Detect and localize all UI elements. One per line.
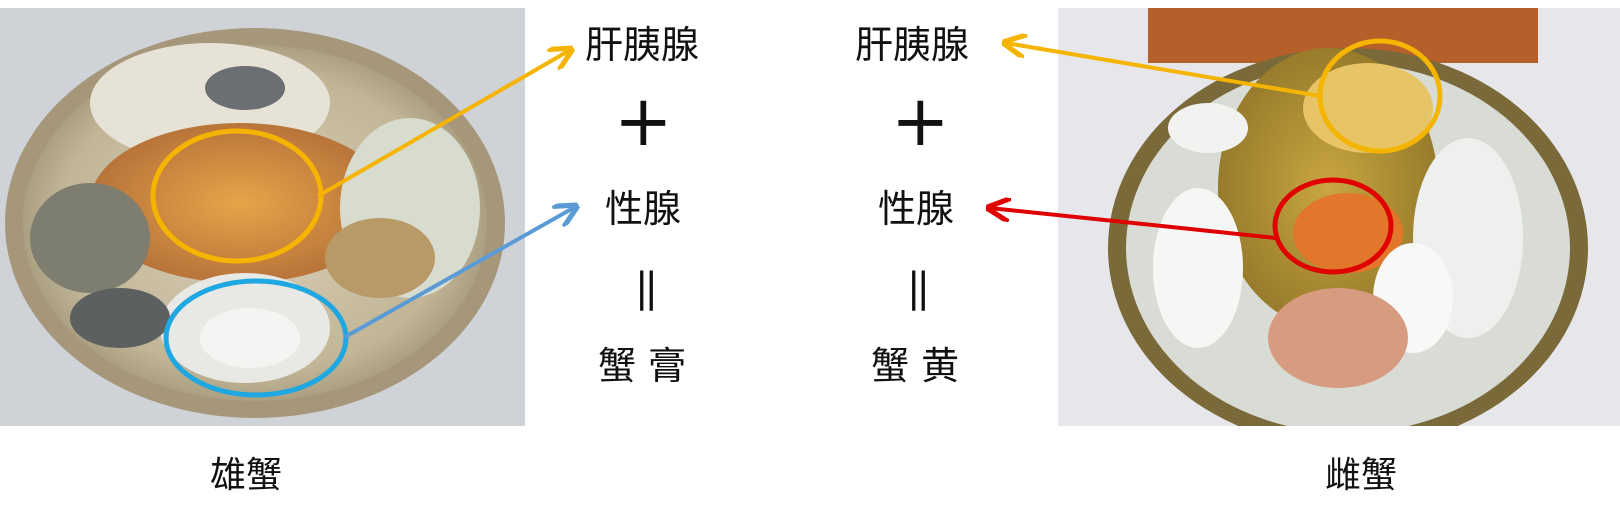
female-equals-sign: || [907,265,930,311]
female-result-label: 蟹 黄 [871,344,960,388]
male-crab-photo [0,8,525,426]
male-crab-caption: 雄蟹 [210,455,283,496]
female-crab-caption: 雌蟹 [1325,455,1398,496]
female-plus-sign: + [891,80,950,162]
female-gonad-label: 性腺 [878,187,955,231]
female-crab-photo [1058,8,1620,426]
male-equals-sign: || [635,265,658,311]
female-hepatopancreas-label: 肝胰腺 [855,23,970,67]
male-hepatopancreas-label: 肝胰腺 [585,23,700,67]
male-plus-sign: + [614,80,673,162]
male-gonad-label: 性腺 [605,187,682,231]
male-result-label: 蟹 膏 [598,344,687,388]
